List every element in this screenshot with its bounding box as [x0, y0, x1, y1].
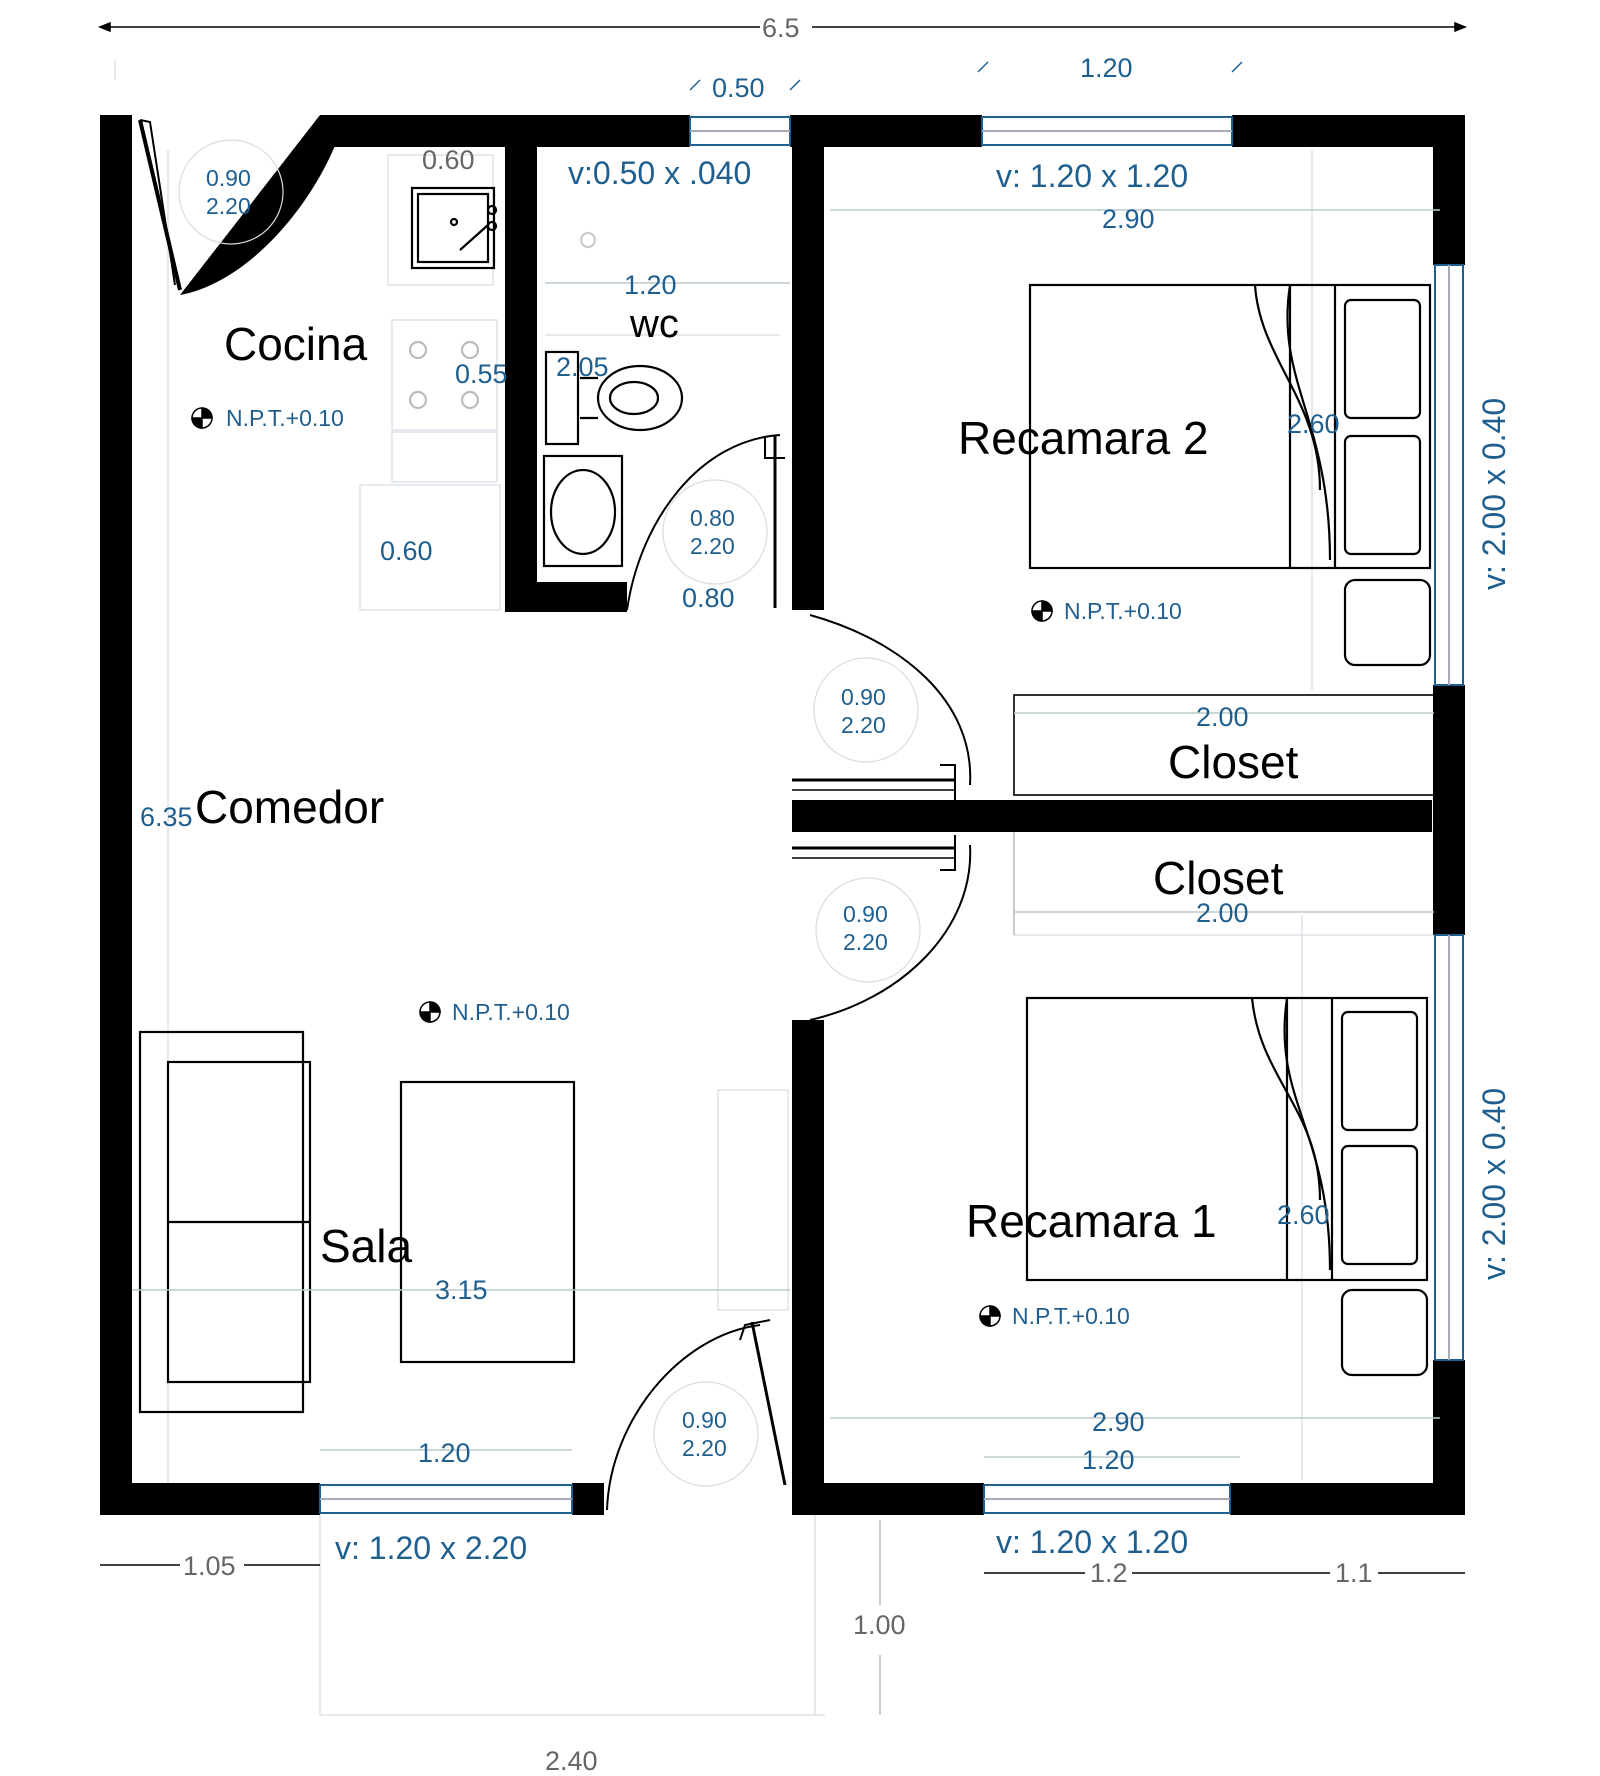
door-labels: 0.90 2.20 0.80 2.20 0.90 2.20 0.90 2.20 …	[206, 165, 888, 1461]
dim-sala-315: 3.15	[435, 1275, 488, 1305]
windows	[319, 116, 1464, 1514]
room-label-recamara-1: Recamara 1	[966, 1195, 1217, 1247]
coffee-table	[399, 1080, 576, 1364]
door-marks	[178, 139, 921, 1487]
level-label-rec1: N.P.T.+0.10	[1012, 1303, 1130, 1329]
kitchen-door-leaf	[138, 119, 182, 291]
door-rec2-height: 2.20	[841, 712, 886, 738]
window-label-rec2-top: v: 1.20 x 1.20	[996, 158, 1188, 194]
dim-top-050: 0.50	[712, 73, 765, 103]
window-label-sala-bottom: v: 1.20 x 2.20	[335, 1530, 527, 1566]
rec2-door-swing	[809, 614, 972, 786]
room-label-sala: Sala	[320, 1220, 412, 1272]
door-rec1-width: 0.90	[843, 901, 888, 927]
doors	[138, 119, 972, 1511]
dim-closet-200-a: 2.00	[1196, 702, 1249, 732]
dimension-ticks	[132, 61, 1440, 1458]
wc-door-swing	[626, 434, 781, 611]
entry-door-swing	[606, 1324, 761, 1511]
dim-kitchen-055: 0.55	[455, 359, 508, 389]
door-wc-width: 0.80	[690, 505, 735, 531]
dim-bottom-12: 1.2	[1090, 1558, 1128, 1588]
room-label-comedor: Comedor	[195, 781, 384, 833]
dimension-lines	[97, 21, 1468, 1715]
dim-wc-120: 1.20	[624, 270, 677, 300]
furniture	[138, 186, 1435, 1414]
dim-wc-080: 0.80	[682, 583, 735, 613]
stove-icon	[408, 340, 480, 410]
dim-left-635: 6.35	[140, 802, 193, 832]
dim-porch-100: 1.00	[853, 1610, 906, 1640]
dim-sala-120: 1.20	[418, 1438, 471, 1468]
wc-sink-icon	[542, 454, 624, 568]
dim-wc-205: 2.05	[556, 352, 609, 382]
room-label-wc: wc	[629, 302, 679, 346]
door-kitchen-width: 0.90	[206, 165, 251, 191]
sink-icon	[410, 186, 496, 270]
window-label-rec1-side: v: 2.00 x 0.40	[1476, 1088, 1512, 1280]
dim-rec1-120: 1.20	[1082, 1445, 1135, 1475]
door-wc-height: 2.20	[690, 533, 735, 559]
bed-recamara-1	[1025, 996, 1429, 1282]
door-rec1-height: 2.20	[843, 929, 888, 955]
room-label-recamara-2: Recamara 2	[958, 412, 1209, 464]
door-entry-height: 2.20	[682, 1435, 727, 1461]
dim-rec1-260: 2.60	[1277, 1200, 1330, 1230]
dim-rec2-290: 2.90	[1102, 204, 1155, 234]
door-rec2-width: 0.90	[841, 684, 886, 710]
dim-bottom-105: 1.05	[183, 1551, 236, 1581]
toilet-tank	[544, 350, 580, 446]
walls	[100, 115, 1465, 1515]
dimension-labels: 6.5 0.50 1.20 0.60 1.20 2.05 2.90 2.60 0…	[140, 13, 1373, 1776]
dim-sink-060: 0.60	[422, 145, 475, 175]
level-label-sala: N.P.T.+0.10	[452, 999, 570, 1025]
rec1-door-swing	[809, 844, 972, 1021]
room-labels: Cocina wc Recamara 2 Closet Closet Comed…	[195, 302, 1299, 1272]
room-label-closet-top: Closet	[1168, 736, 1299, 788]
dim-bottom-11: 1.1	[1335, 1558, 1373, 1588]
level-label-rec2: N.P.T.+0.10	[1064, 598, 1182, 624]
window-label-wc: v:0.50 x .040	[568, 155, 751, 191]
level-markers: N.P.T.+0.10 N.P.T.+0.10 N.P.T.+0.10 N.P.…	[191, 405, 1182, 1329]
dim-top-120: 1.20	[1080, 53, 1133, 83]
dim-rec2-260: 2.60	[1287, 409, 1340, 439]
window-labels: v:0.50 x .040 v: 1.20 x 1.20 v: 2.00 x 0…	[335, 155, 1512, 1566]
bed-recamara-2	[1028, 283, 1432, 570]
room-label-closet-bottom: Closet	[1153, 852, 1284, 904]
door-kitchen-height: 2.20	[206, 193, 251, 219]
toilet-icon	[596, 364, 684, 432]
dim-rec1-290: 2.90	[1092, 1407, 1145, 1437]
dim-porch-240: 2.40	[545, 1746, 598, 1776]
dim-kitchen-060: 0.60	[380, 536, 433, 566]
door-entry-width: 0.90	[682, 1407, 727, 1433]
window-label-rec2-side: v: 2.00 x 0.40	[1476, 398, 1512, 590]
level-label-cocina: N.P.T.+0.10	[226, 405, 344, 431]
window-label-rec1-bottom: v: 1.20 x 1.20	[996, 1524, 1188, 1560]
dim-closet-200-b: 2.00	[1196, 898, 1249, 928]
level-marker-icon	[191, 407, 1053, 1327]
room-label-cocina: Cocina	[224, 318, 368, 370]
dim-top-total: 6.5	[762, 13, 800, 43]
